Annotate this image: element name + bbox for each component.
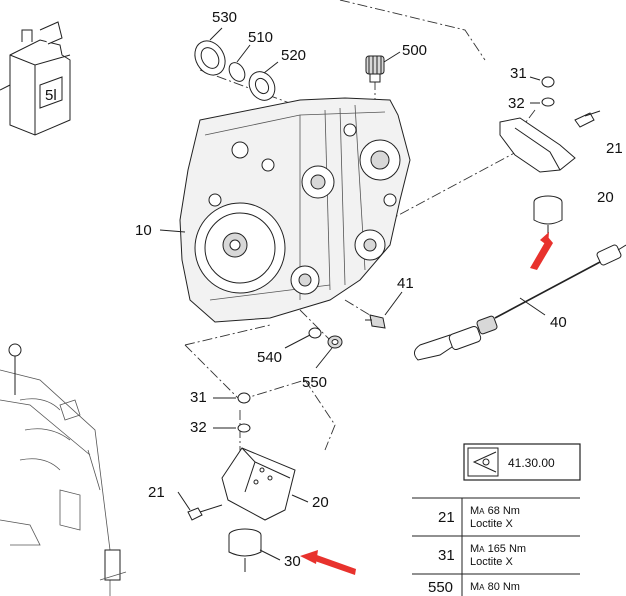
- red-arrows: [300, 232, 553, 575]
- callout-31-lower: 31: [190, 389, 207, 406]
- torque-row-3-line1: MA 80 Nm: [470, 581, 520, 593]
- reference-code: 41.30.00: [508, 456, 555, 470]
- callout-500: 500: [402, 42, 427, 59]
- bracket-upper: [499, 76, 601, 240]
- callout-31-upper: 31: [510, 65, 527, 82]
- seal-parts: [194, 40, 276, 101]
- torque-row-2-line2: Loctite X: [470, 556, 513, 568]
- leader-lines: [159, 27, 546, 561]
- callout-labels: 530 510 520 500 31 32 21 20 10 41 40 540…: [135, 9, 623, 570]
- drain-plugs: [308, 327, 343, 349]
- machine-frame: [0, 343, 127, 596]
- callout-21-upper: 21: [606, 140, 623, 157]
- torque-row-3-part: 550: [428, 579, 453, 596]
- hose-assembly: [365, 244, 626, 361]
- torque-table: 21 MA 68 Nm Loctite X 31 MA 165 Nm Locti…: [412, 497, 580, 596]
- eye-pupil-icon: [482, 458, 490, 466]
- callout-530: 530: [212, 9, 237, 26]
- callout-520: 520: [281, 47, 306, 64]
- callout-10: 10: [135, 222, 152, 239]
- callout-20-lower: 20: [312, 494, 329, 511]
- eye-symbol-icon: [472, 451, 497, 473]
- callout-540: 540: [257, 349, 282, 366]
- callout-32-upper: 32: [508, 95, 525, 112]
- canister-label: 5l: [45, 87, 57, 104]
- gearbox-housing: [179, 97, 411, 323]
- callout-40: 40: [550, 314, 567, 331]
- reference-box: 41.30.00: [463, 443, 581, 481]
- breather-part: [365, 55, 385, 83]
- callout-21-lower: 21: [148, 484, 165, 501]
- callout-30: 30: [284, 553, 301, 570]
- torque-row-2-part: 31: [438, 547, 455, 564]
- oil-canister: 5l: [0, 21, 71, 136]
- callout-510: 510: [248, 29, 273, 46]
- bracket-lower: [187, 392, 296, 572]
- callout-32-lower: 32: [190, 419, 207, 436]
- torque-row-2-line1: MA 165 Nm: [470, 543, 526, 555]
- callout-41: 41: [397, 275, 414, 292]
- assembly-lines: [184, 0, 536, 455]
- callout-20-upper: 20: [597, 189, 614, 206]
- torque-row-1-line2: Loctite X: [470, 518, 513, 530]
- torque-row-1-line1: MA 68 Nm: [470, 505, 520, 517]
- callout-550: 550: [302, 374, 327, 391]
- torque-row-1-part: 21: [438, 509, 455, 526]
